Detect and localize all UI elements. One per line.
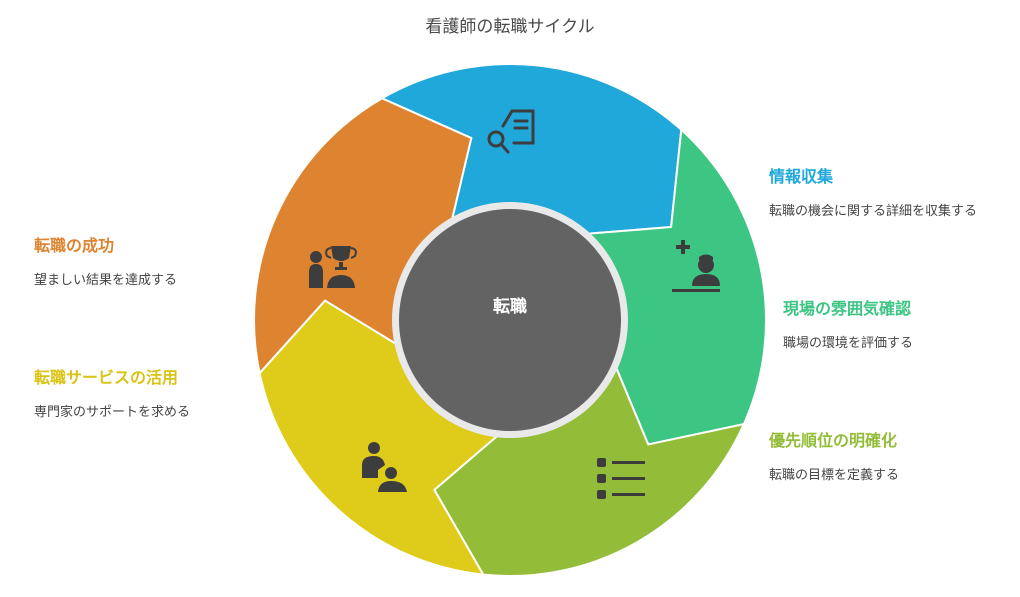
label-description: 望ましい結果を達成する bbox=[34, 273, 178, 288]
document-search-icon bbox=[487, 109, 535, 154]
label-heading: 情報収集 bbox=[769, 167, 834, 186]
label-heading: 優先順位の明確化 bbox=[769, 431, 898, 450]
trophy-person-icon bbox=[309, 246, 357, 288]
label-description: 職場の環境を評価する bbox=[783, 336, 914, 351]
label-description: 転職の目標を定義する bbox=[769, 468, 900, 483]
checklist-icon bbox=[597, 458, 645, 499]
support-people-icon bbox=[362, 442, 407, 492]
center-circle bbox=[399, 209, 621, 431]
label-priorities: 優先順位の明確化 転職の目標を定義する bbox=[769, 427, 999, 485]
label-workplace-check: 現場の雰囲気確認 職場の環境を評価する bbox=[783, 295, 1013, 353]
label-heading: 現場の雰囲気確認 bbox=[783, 299, 912, 318]
label-description: 転職の機会に関する詳細を収集する bbox=[769, 204, 978, 219]
label-success: 転職の成功 望ましい結果を達成する bbox=[34, 232, 264, 290]
label-info-gathering: 情報収集 転職の機会に関する詳細を収集する bbox=[769, 163, 999, 221]
label-agency-services: 転職サービスの活用 専門家のサポートを求める bbox=[34, 364, 264, 422]
diagram-title: 看護師の転職サイクル bbox=[425, 17, 595, 37]
label-heading: 転職サービスの活用 bbox=[34, 368, 179, 387]
nurse-icon bbox=[672, 240, 720, 292]
center-label: 転職 bbox=[493, 296, 527, 317]
label-heading: 転職の成功 bbox=[34, 236, 115, 255]
label-description: 専門家のサポートを求める bbox=[34, 405, 191, 420]
